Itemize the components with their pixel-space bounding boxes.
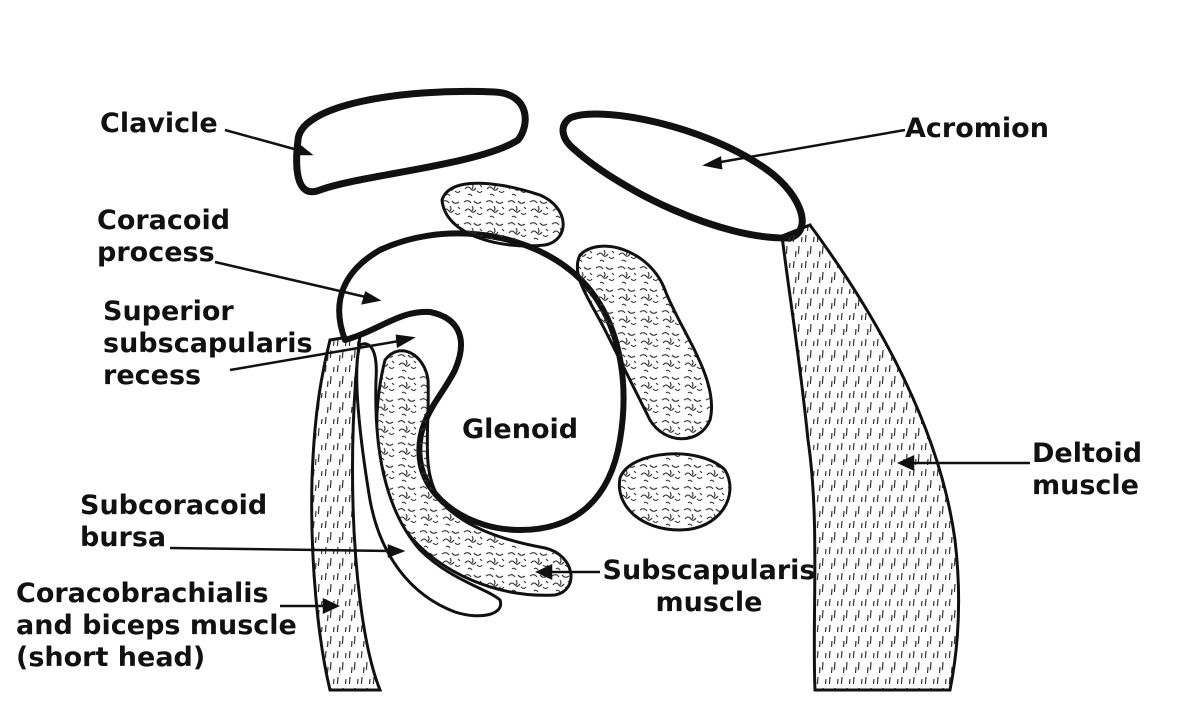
label-acromion: Acromion	[905, 113, 1049, 144]
acromion-shape	[559, 110, 806, 242]
label-clavicle: Clavicle	[100, 108, 218, 139]
sub-blob-right	[575, 244, 713, 441]
label-subcoracoid-bursa: Subcoracoid bursa	[80, 490, 268, 553]
label-deltoid-muscle: Deltoid muscle	[1032, 438, 1143, 501]
leader-arrows	[169, 128, 1030, 614]
sub-blob-lower	[617, 452, 732, 532]
clavicle-shape	[293, 87, 529, 196]
label-coracobrachialis-biceps: Coracobrachialis and biceps muscle (shor…	[16, 578, 297, 673]
label-glenoid: Glenoid	[462, 414, 579, 445]
bone-outlines	[293, 87, 806, 242]
glenoid-and-coracoid	[336, 230, 627, 533]
subscapularis-texture	[375, 181, 732, 597]
label-subscapularis-muscle: Subscapularis muscle	[602, 555, 816, 618]
deltoid-muscle-shape	[780, 223, 961, 692]
label-superior-subscapularis-recess: Superior subscapularis recess	[103, 296, 313, 391]
label-coracoid-process: Coracoid process	[97, 205, 231, 268]
sub-blob-top	[440, 181, 565, 248]
